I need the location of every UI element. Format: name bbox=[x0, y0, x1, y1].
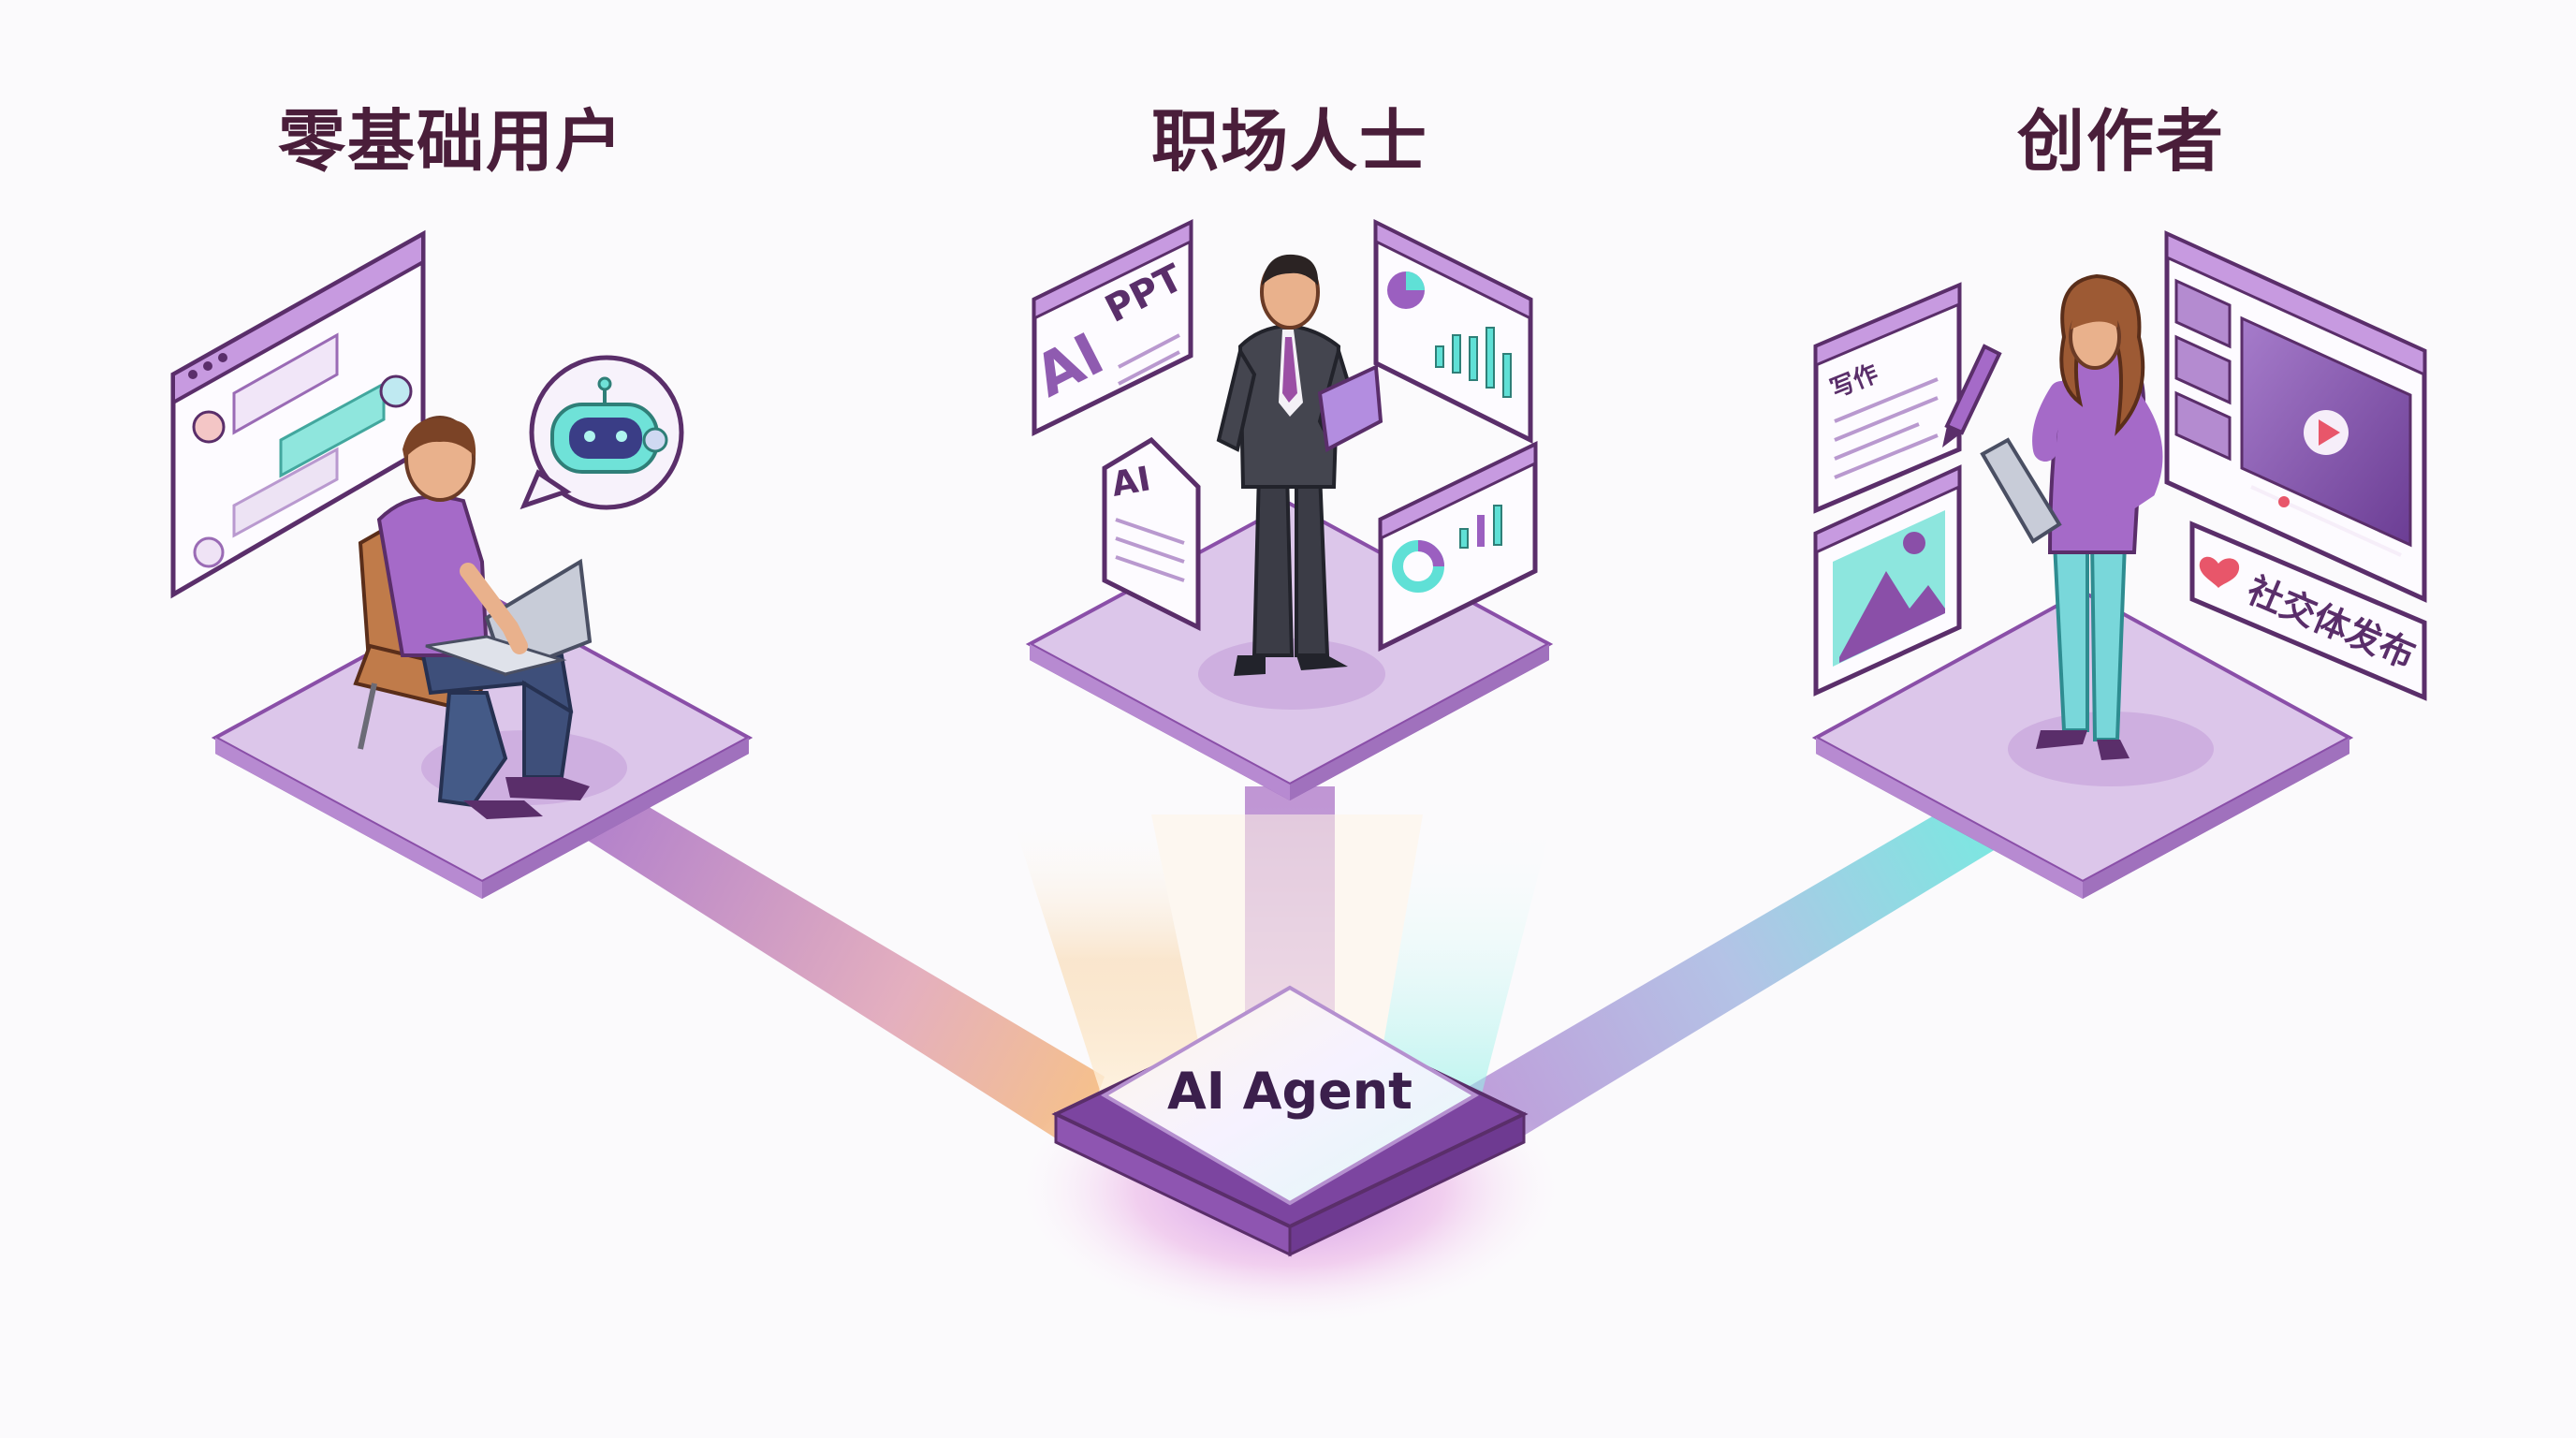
person-seated-laptop bbox=[353, 416, 593, 819]
ai-agent-label: AI Agent bbox=[1167, 1062, 1412, 1121]
beam-left bbox=[562, 805, 1105, 1152]
light-cone-warm bbox=[1011, 814, 1208, 1105]
light-cone-cool bbox=[1376, 814, 1554, 1105]
image-card bbox=[1813, 464, 1962, 697]
pie-chart-card bbox=[1373, 218, 1533, 445]
ai-agent-hub: AI Agent bbox=[1051, 985, 1529, 1257]
persona-title-creator: 创作者 bbox=[2016, 102, 2226, 181]
ai-document-label: AI bbox=[1108, 460, 1153, 505]
persona-title-professional: 职场人士 bbox=[1150, 102, 1429, 181]
ai-ppt-card: AI PPT bbox=[1024, 218, 1193, 437]
person-creator-tablet bbox=[1980, 273, 2163, 760]
writing-document: 写作 bbox=[1813, 282, 1962, 514]
pencil-icon bbox=[1942, 344, 2002, 448]
ai-document: AI bbox=[1102, 436, 1201, 632]
donut-chart-card bbox=[1378, 441, 1538, 653]
persona-title-beginner: 零基础用户 bbox=[277, 102, 625, 181]
robot-bubble bbox=[520, 355, 684, 510]
beam-right bbox=[1470, 805, 2022, 1152]
light-cone-center bbox=[1151, 814, 1423, 1086]
person-standing-tablet bbox=[1216, 254, 1383, 676]
heart-icon bbox=[2199, 556, 2240, 588]
video-player-window bbox=[2164, 230, 2427, 603]
